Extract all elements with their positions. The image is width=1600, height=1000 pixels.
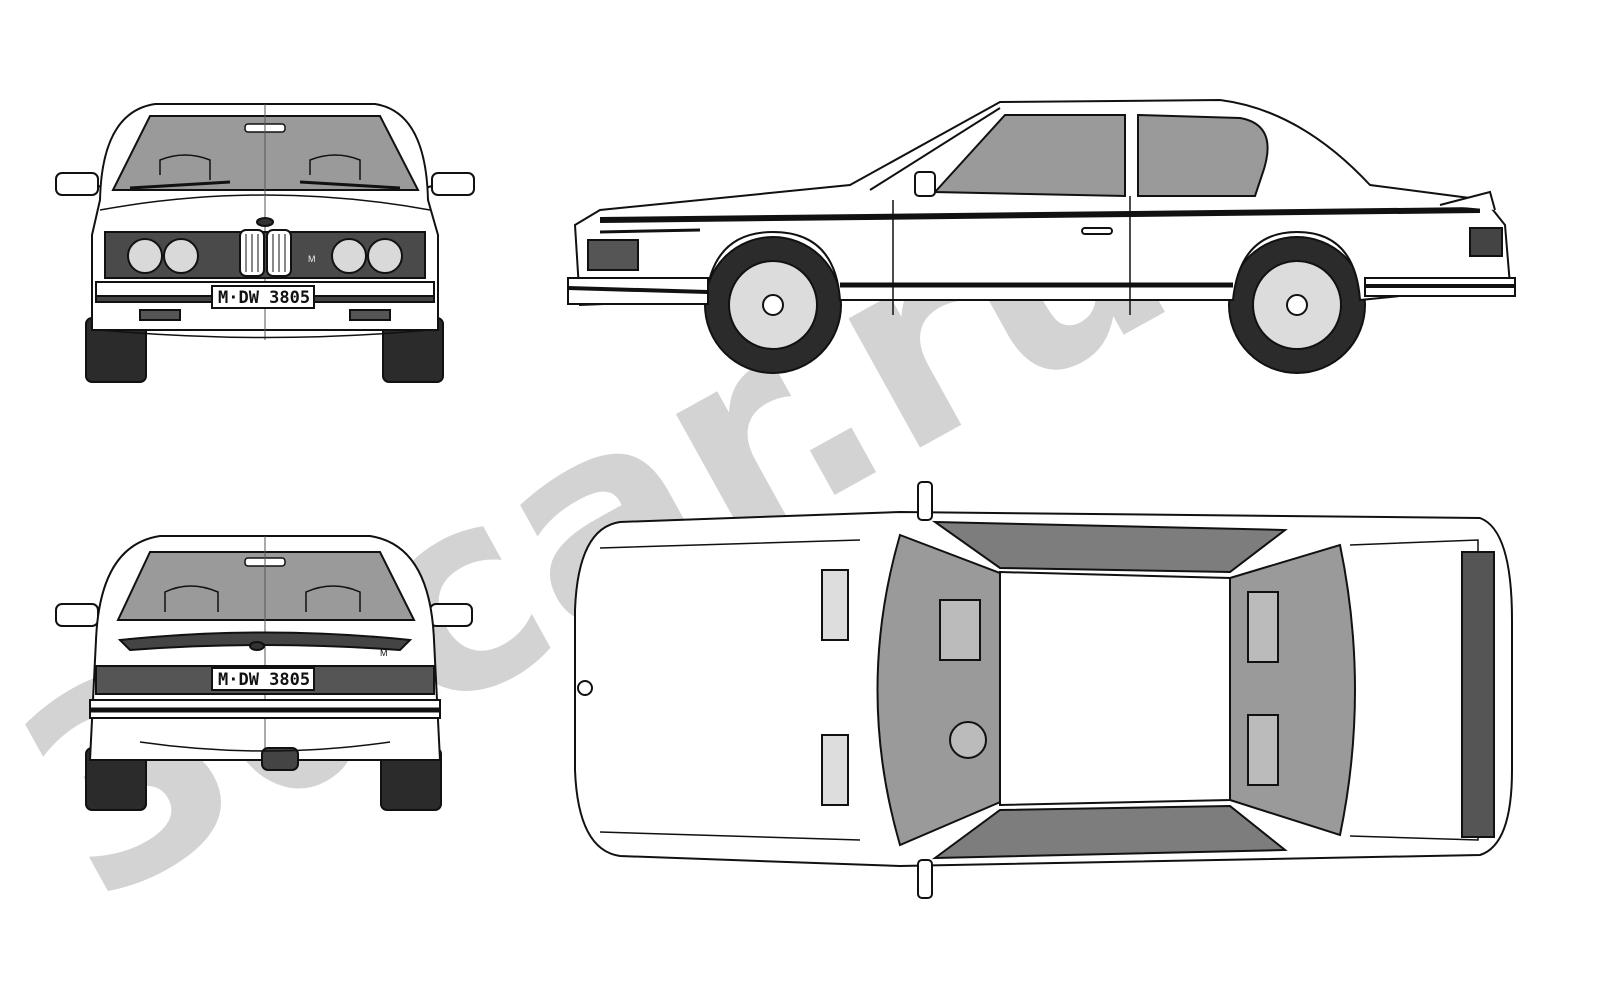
top-left-side-glass [931,520,1288,574]
rear-exhaust [261,747,299,771]
front-headlight [367,238,403,274]
top-vent [821,569,849,641]
side-spoiler [1439,190,1496,211]
top-right-mirror [917,859,933,899]
top-view [574,481,1513,899]
side-door [892,196,1131,315]
top-logo [577,680,593,696]
top-rear-spoiler [1461,551,1495,838]
rear-view: M M·DW 3805 [55,535,473,811]
rear-m-badge: M [380,648,388,658]
front-headlight [127,238,163,274]
front-plate [211,285,315,309]
front-left-mirror [55,172,99,196]
side-rear-window [1137,113,1269,197]
side-front-window [932,114,1126,198]
front-m-badge: M [308,254,316,264]
front-right-mirror [431,172,475,196]
side-stripe [599,207,1481,223]
top-roof [999,570,1231,807]
top-right-side-glass [931,804,1288,860]
side-mirror [914,171,936,197]
front-logo [256,217,274,227]
rear-logo [249,641,265,651]
front-view: M M·DW 3805 [55,103,475,383]
rear-plate [211,667,315,691]
top-left-mirror [917,481,933,521]
side-body [573,98,1512,307]
side-front-grille [587,239,639,271]
top-steering-wheel [949,721,987,759]
rear-left-mirror [55,603,99,627]
front-headlight [163,238,199,274]
top-rear-window [1229,543,1356,837]
front-headlight [331,238,367,274]
side-door-handle [1081,227,1113,235]
rear-right-mirror [429,603,473,627]
rear-plate-text: M·DW 3805 [218,670,310,690]
top-windshield [876,533,1006,847]
top-vent [821,734,849,806]
rear-spoiler [117,631,413,652]
side-taillight [1469,227,1503,257]
side-view [567,98,1516,374]
rear-window [116,551,416,621]
front-plate-text: M·DW 3805 [218,288,310,308]
